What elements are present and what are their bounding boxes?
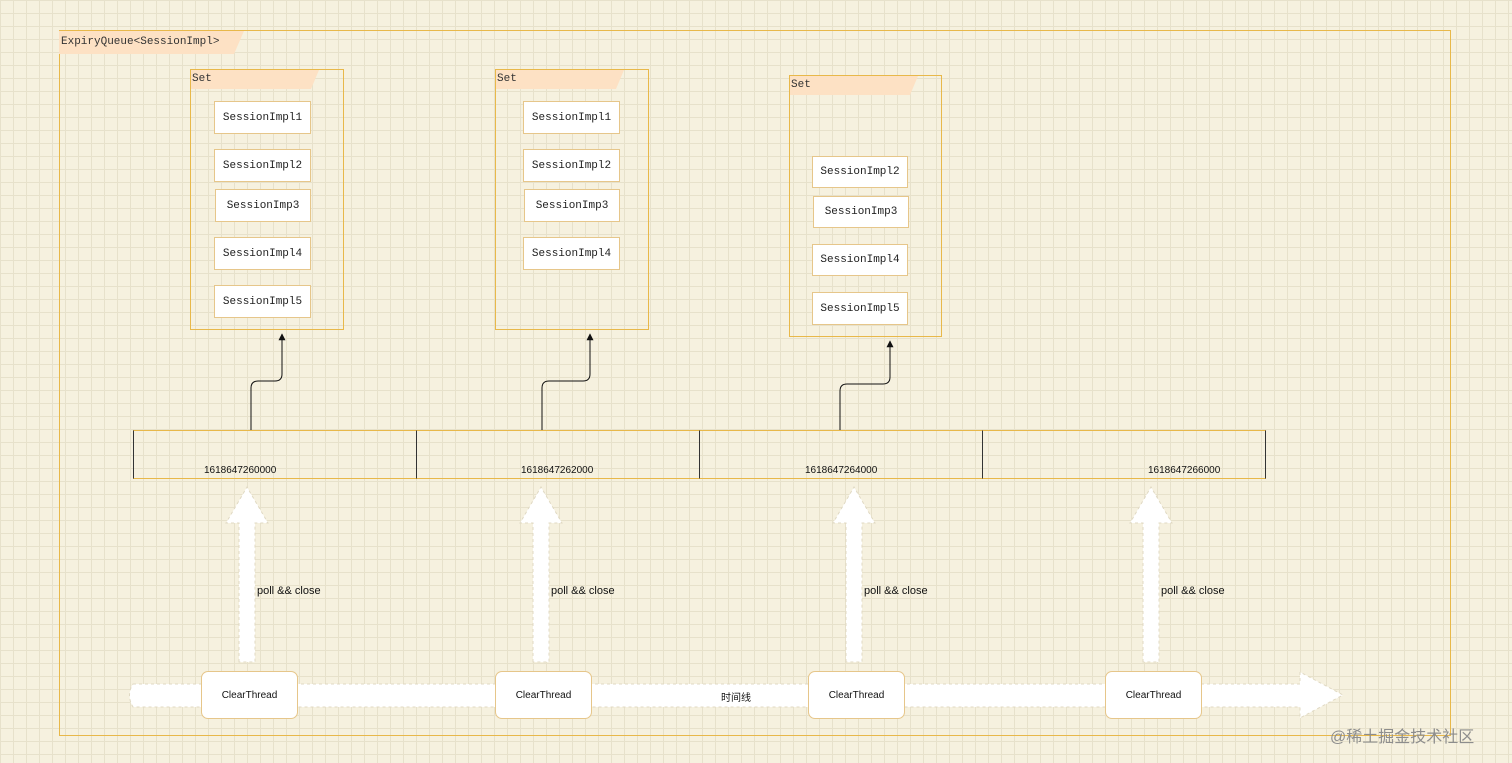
expiry-queue-frame bbox=[59, 30, 1451, 736]
set-label-2: Set bbox=[496, 70, 624, 89]
timestamp-label: 1618647264000 bbox=[805, 465, 878, 476]
timestamp-label: 1618647266000 bbox=[1148, 465, 1221, 476]
set-label-1: Set bbox=[191, 70, 319, 89]
connector-arrow bbox=[541, 333, 594, 430]
set-label-3: Set bbox=[790, 76, 918, 95]
session-item: SessionImp3 bbox=[813, 196, 909, 228]
session-item: SessionImpl5 bbox=[812, 292, 908, 325]
session-item: SessionImpl1 bbox=[523, 101, 620, 134]
poll-close-label: poll && close bbox=[551, 585, 615, 597]
hollow-up-arrow bbox=[832, 486, 876, 663]
session-item: SessionImpl1 bbox=[214, 101, 311, 134]
clear-thread-box: ClearThread bbox=[808, 671, 905, 719]
set-container-1 bbox=[190, 69, 344, 330]
set-container-2 bbox=[495, 69, 649, 330]
connector-arrow bbox=[250, 333, 286, 430]
hollow-up-arrow bbox=[519, 486, 563, 663]
clear-thread-box: ClearThread bbox=[1105, 671, 1202, 719]
session-item: SessionImpl5 bbox=[214, 285, 311, 318]
watermark: @稀土掘金技术社区 bbox=[1330, 729, 1475, 746]
timestamp-cell-1: 1618647260000 bbox=[133, 430, 417, 479]
session-item: SessionImpl4 bbox=[214, 237, 311, 270]
poll-close-label: poll && close bbox=[1161, 585, 1225, 597]
session-item: SessionImpl2 bbox=[214, 149, 311, 182]
session-item: SessionImpl2 bbox=[523, 149, 620, 182]
timeline-label: 时间线 bbox=[721, 693, 751, 704]
poll-close-label: poll && close bbox=[864, 585, 928, 597]
session-item: SessionImpl2 bbox=[812, 156, 908, 188]
timeline-arrow bbox=[129, 671, 1345, 719]
session-item: SessionImpl4 bbox=[812, 244, 908, 276]
expiry-queue-title: ExpiryQueue<SessionImpl> bbox=[59, 31, 244, 54]
session-item: SessionImpl4 bbox=[523, 237, 620, 270]
hollow-up-arrow bbox=[225, 486, 269, 663]
poll-close-label: poll && close bbox=[257, 585, 321, 597]
timestamp-cell-3: 1618647264000 bbox=[699, 430, 983, 479]
set-container-3 bbox=[789, 75, 942, 337]
connector-arrow bbox=[839, 340, 894, 430]
session-item: SessionImp3 bbox=[524, 189, 620, 222]
timestamp-label: 1618647260000 bbox=[204, 465, 277, 476]
timestamp-cell-4: 1618647266000 bbox=[982, 430, 1266, 479]
timestamp-cell-2: 1618647262000 bbox=[416, 430, 700, 479]
timestamp-label: 1618647262000 bbox=[521, 465, 594, 476]
clear-thread-box: ClearThread bbox=[495, 671, 592, 719]
session-item: SessionImp3 bbox=[215, 189, 311, 222]
clear-thread-box: ClearThread bbox=[201, 671, 298, 719]
hollow-up-arrow bbox=[1129, 486, 1173, 663]
